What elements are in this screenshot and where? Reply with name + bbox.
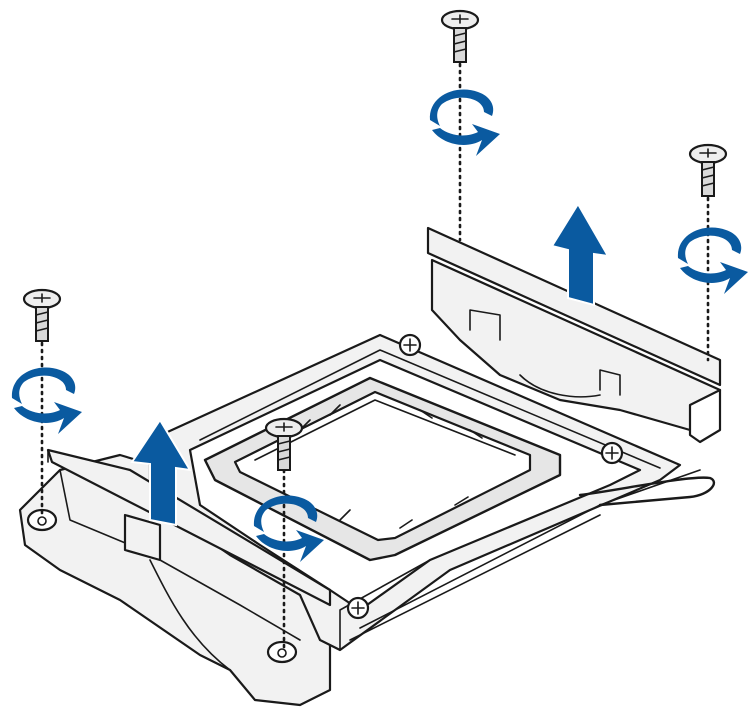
rotate-counterclockwise-icon-right xyxy=(677,227,748,294)
rotate-counterclockwise-icon-center xyxy=(253,495,324,562)
lift-up-arrow-icon-left xyxy=(130,418,192,527)
screw-icon-center xyxy=(264,417,304,471)
rotate-counterclockwise-icon-top xyxy=(429,89,500,156)
lift-up-arrow-icon-right xyxy=(550,202,610,307)
screw-icon-right xyxy=(688,143,728,197)
screw-icon-top xyxy=(440,9,480,63)
right-bracket xyxy=(426,226,722,444)
screw-icon-left xyxy=(22,288,62,342)
left-bracket xyxy=(46,448,332,607)
rotate-counterclockwise-icon-left xyxy=(11,367,82,434)
